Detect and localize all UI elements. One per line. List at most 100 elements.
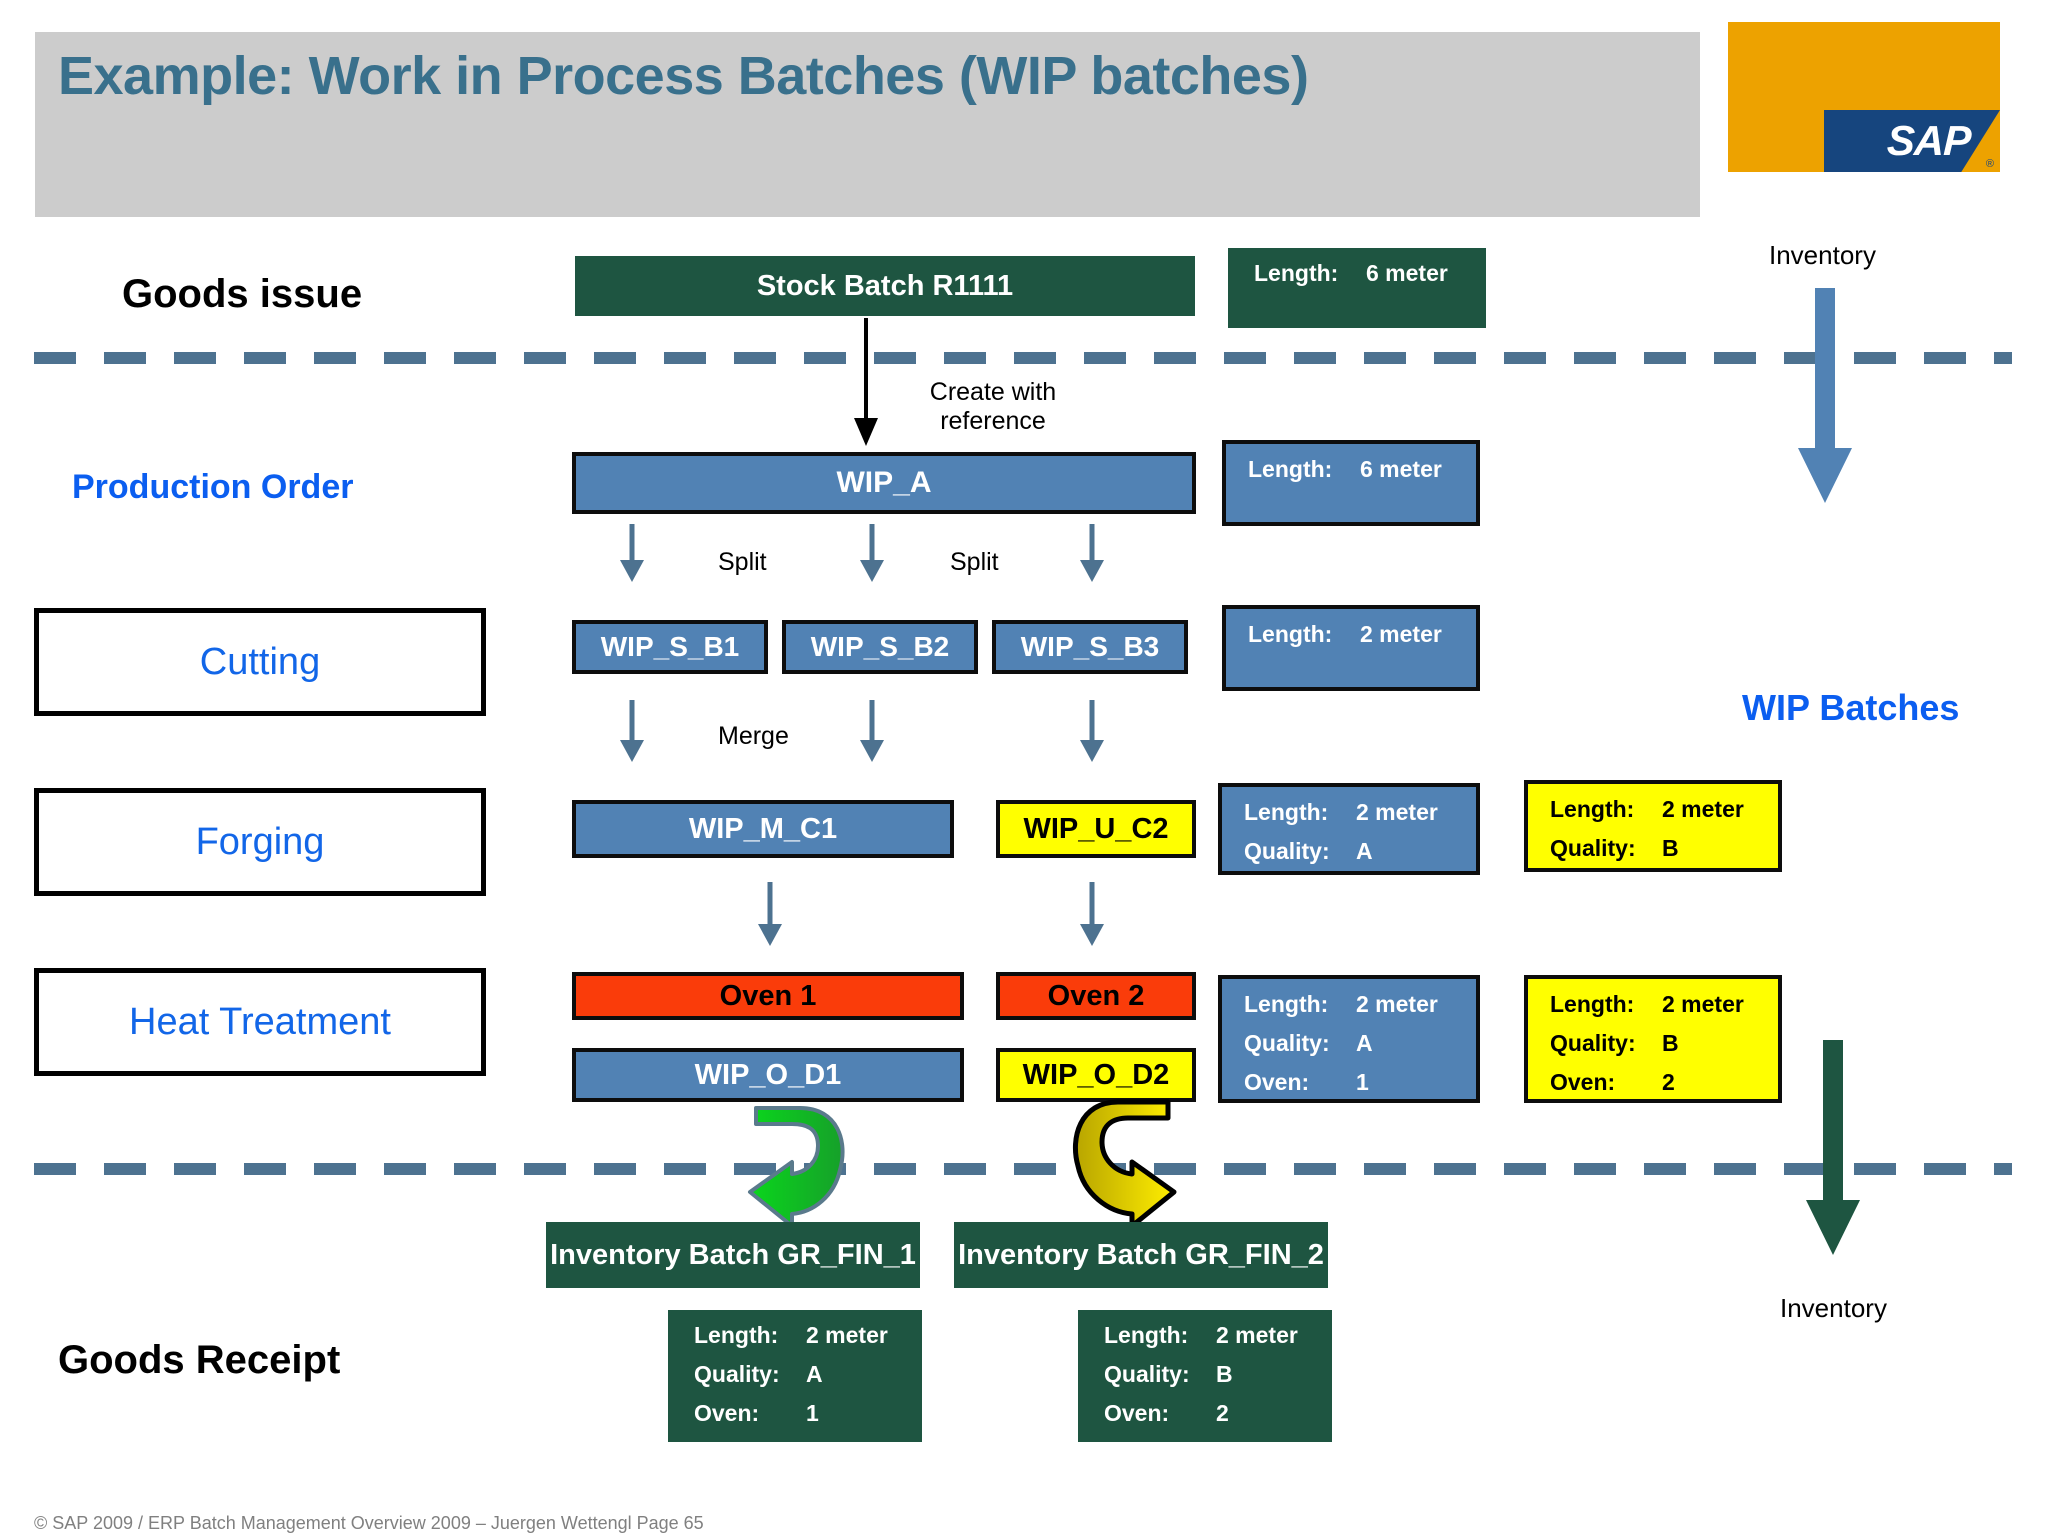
goods-receipt-curved-arrow-yellow (1072, 1099, 1177, 1229)
stage-box-forging: Forging (34, 788, 486, 896)
attr-box-stock: Length: 6 meter (1228, 248, 1486, 328)
attr-row-quality: Quality: A (1244, 840, 1458, 863)
attr-row-quality: Quality: A (1244, 1032, 1458, 1055)
merge-arrow-2 (860, 700, 884, 762)
batch-box-wip-m-c1[interactable]: WIP_M_C1 (572, 800, 954, 858)
attr-value-oven: 2 (1216, 1400, 1229, 1426)
batch-box-gr-fin-1[interactable]: Inventory Batch GR_FIN_1 (546, 1222, 920, 1288)
batch-box-wip-u-c2[interactable]: WIP_U_C2 (996, 800, 1196, 858)
attr-key-oven: Oven: (1104, 1400, 1170, 1426)
goods-receipt-curved-arrow-green (748, 1106, 845, 1228)
split-arrow-3 (1080, 524, 1104, 582)
attr-box-wip-m-c1: Length: 2 meter Quality: A (1218, 783, 1480, 875)
attr-value-length: 6 meter (1360, 456, 1442, 482)
attr-value-quality: B (1216, 1361, 1233, 1387)
attr-row-length: Length: 2 meter (1248, 623, 1458, 646)
batch-label-wip-o-d2: WIP_O_D2 (1022, 1058, 1170, 1091)
attr-key-oven: Oven: (1244, 1069, 1310, 1095)
attr-row-length: Length: 2 meter (694, 1324, 904, 1347)
attr-row-oven: Oven: 2 (1550, 1071, 1760, 1094)
oven-arrow-1 (758, 882, 782, 946)
attr-value-length: 2 meter (1356, 991, 1438, 1017)
oven-box-1[interactable]: Oven 1 (572, 972, 964, 1020)
attr-row-length: Length: 6 meter (1254, 262, 1468, 285)
attr-box-gr-fin-2: Length: 2 meter Quality: B Oven: 2 (1078, 1310, 1332, 1442)
label-wip-batches: WIP Batches (1742, 687, 1960, 728)
oven-label-1: Oven 1 (719, 979, 817, 1012)
attr-key-quality: Quality: (1550, 835, 1636, 861)
attr-key-length: Length: (1254, 260, 1339, 286)
attr-key-length: Length: (1244, 991, 1329, 1017)
attr-row-length: Length: 2 meter (1550, 798, 1760, 821)
batch-label-wip-s-b3: WIP_S_B3 (1020, 631, 1160, 662)
attr-box-wip-u-c2: Length: 2 meter Quality: B (1524, 780, 1782, 872)
attr-value-quality: A (1356, 1030, 1373, 1056)
registered-mark-icon: ® (1985, 158, 1994, 170)
attr-key-length: Length: (1104, 1322, 1189, 1348)
attr-value-length: 2 meter (1662, 796, 1744, 822)
attr-row-quality: Quality: B (1550, 837, 1760, 860)
attr-value-oven: 1 (1356, 1069, 1369, 1095)
attr-row-oven: Oven: 2 (1104, 1402, 1314, 1425)
attr-box-wip-o-d1: Length: 2 meter Quality: A Oven: 1 (1218, 975, 1480, 1103)
divider-goods-receipt (34, 1163, 2012, 1175)
stage-label-heat-treatment: Heat Treatment (129, 1000, 391, 1043)
attr-value-quality: A (806, 1361, 823, 1387)
inventory-down-arrow-bottom (1806, 1040, 1860, 1255)
batch-box-wip-s-b3[interactable]: WIP_S_B3 (992, 620, 1188, 674)
label-production-order: Production Order (72, 468, 354, 506)
batch-label-gr-fin-2: Inventory Batch GR_FIN_2 (958, 1238, 1324, 1271)
attr-key-quality: Quality: (1244, 1030, 1330, 1056)
batch-box-wip-s-b2[interactable]: WIP_S_B2 (782, 620, 978, 674)
merge-arrow-1 (620, 700, 644, 762)
stage-box-cutting: Cutting (34, 608, 486, 716)
attr-row-length: Length: 2 meter (1550, 993, 1760, 1016)
label-goods-issue: Goods issue (122, 272, 363, 316)
unchanged-arrow (1080, 700, 1104, 762)
attr-box-wip-o-d2: Length: 2 meter Quality: B Oven: 2 (1524, 975, 1782, 1103)
attr-row-length: Length: 2 meter (1244, 993, 1458, 1016)
label-split-2: Split (950, 548, 999, 576)
divider-goods-issue (34, 352, 2012, 364)
attr-value-length: 2 meter (1216, 1322, 1298, 1348)
label-inventory-top: Inventory (1769, 240, 1876, 270)
attr-key-quality: Quality: (694, 1361, 780, 1387)
inventory-down-arrow-top (1798, 288, 1852, 503)
attr-row-oven: Oven: 1 (694, 1402, 904, 1425)
attr-key-quality: Quality: (1104, 1361, 1190, 1387)
batch-box-wip-a[interactable]: WIP_A (572, 452, 1196, 514)
attr-value-quality: A (1356, 838, 1373, 864)
batch-label-gr-fin-1: Inventory Batch GR_FIN_1 (550, 1238, 916, 1271)
attr-value-length: 2 meter (806, 1322, 888, 1348)
stage-box-heat-treatment: Heat Treatment (34, 968, 486, 1076)
batch-box-wip-s-b1[interactable]: WIP_S_B1 (572, 620, 768, 674)
title-bar (35, 32, 1700, 217)
stage-label-forging: Forging (195, 820, 325, 863)
label-split-1: Split (718, 548, 767, 576)
attr-row-quality: Quality: A (694, 1363, 904, 1386)
attr-row-oven: Oven: 1 (1244, 1071, 1458, 1094)
stage-label-cutting: Cutting (199, 640, 321, 683)
batch-label-wip-s-b1: WIP_S_B1 (600, 631, 740, 662)
batch-label-wip-a: WIP_A (836, 466, 932, 499)
attr-value-length: 6 meter (1366, 260, 1448, 286)
attr-key-quality: Quality: (1550, 1030, 1636, 1056)
oven-label-2: Oven 2 (1047, 979, 1145, 1012)
attr-key-length: Length: (1244, 799, 1329, 825)
attr-key-quality: Quality: (1244, 838, 1330, 864)
batch-box-stock[interactable]: Stock Batch R1111 (575, 256, 1195, 316)
footer-text: © SAP 2009 / ERP Batch Management Overvi… (34, 1513, 704, 1533)
batch-box-wip-o-d2[interactable]: WIP_O_D2 (996, 1048, 1196, 1102)
attr-row-length: Length: 6 meter (1248, 458, 1458, 481)
batch-label-wip-u-c2: WIP_U_C2 (1023, 812, 1169, 845)
split-arrow-1 (620, 524, 644, 582)
attr-value-length: 2 meter (1356, 799, 1438, 825)
attr-row-length: Length: 2 meter (1104, 1324, 1314, 1347)
label-create-with-reference: Create with reference (929, 378, 1057, 435)
attr-row-quality: Quality: B (1104, 1363, 1314, 1386)
oven-box-2[interactable]: Oven 2 (996, 972, 1196, 1020)
attr-row-length: Length: 2 meter (1244, 801, 1458, 824)
batch-box-gr-fin-2[interactable]: Inventory Batch GR_FIN_2 (954, 1222, 1328, 1288)
batch-box-wip-o-d1[interactable]: WIP_O_D1 (572, 1048, 964, 1102)
attr-value-quality: B (1662, 835, 1679, 861)
